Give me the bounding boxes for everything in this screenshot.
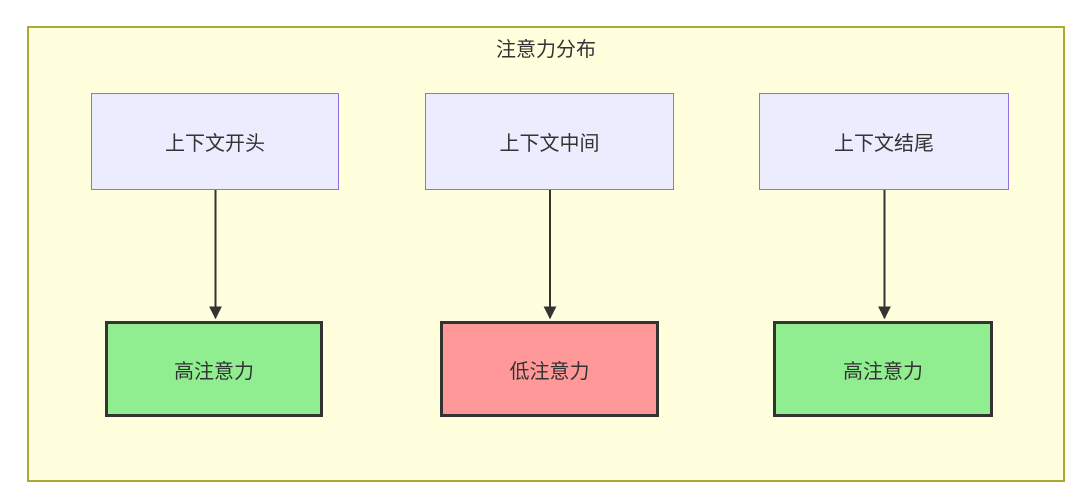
node-low-attention-middle: 低注意力 <box>440 321 659 417</box>
cluster-title: 注意力分布 <box>496 39 596 61</box>
node-context-end: 上下文结尾 <box>759 93 1009 190</box>
node-context-middle: 上下文中间 <box>425 93 674 190</box>
node-high-attention-left: 高注意力 <box>105 321 323 417</box>
node-context-beginning: 上下文开头 <box>91 93 339 190</box>
node-high-attention-right: 高注意力 <box>773 321 993 417</box>
attention-distribution-cluster: 注意力分布 上下文开头 上下文中间 上下文结尾 高注意力 低注意力 高注意力 <box>27 26 1065 482</box>
